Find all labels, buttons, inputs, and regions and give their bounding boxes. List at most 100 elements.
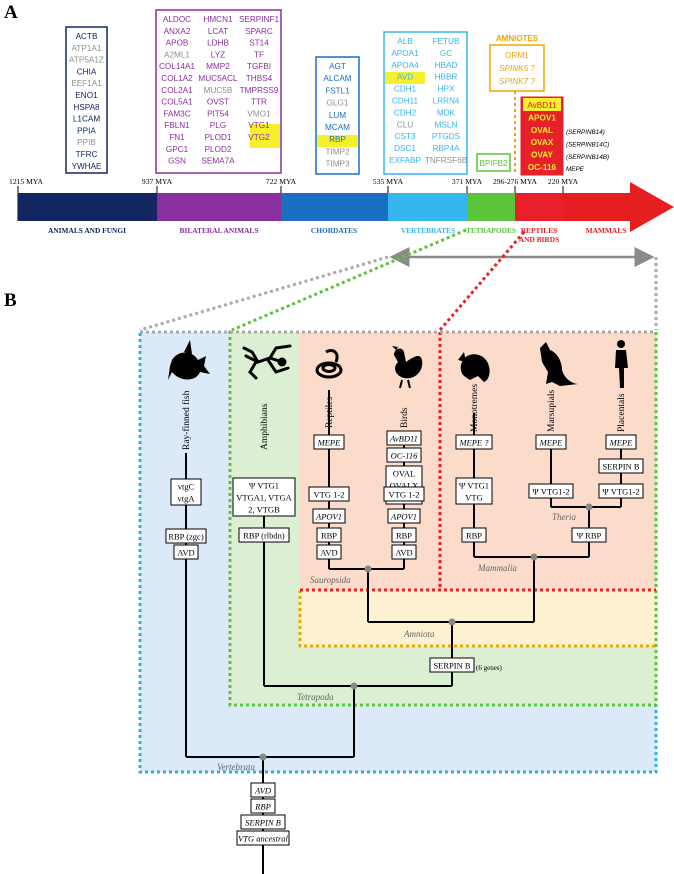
taxon-placentals: Placentals bbox=[617, 393, 627, 432]
gene-GC: GC bbox=[440, 49, 452, 58]
panel-b-label: B bbox=[4, 290, 17, 311]
segment-labels: ANIMALS AND FUNGI BILATERAL ANIMALS CHOR… bbox=[48, 226, 626, 244]
rooster-icon bbox=[392, 346, 423, 389]
gene-MDK: MDK bbox=[437, 108, 456, 117]
gene-THBS4: THBS4 bbox=[246, 74, 273, 83]
gene-GSN: GSN bbox=[168, 157, 186, 166]
clade-labels: Sauropsida Mammalia Theria Amniota Tetra… bbox=[217, 512, 577, 772]
root-vtg: VTG ancestral bbox=[238, 834, 288, 844]
mya-label: 535 MYA bbox=[373, 177, 404, 186]
clade-theria: Theria bbox=[552, 512, 577, 522]
reptile-vtg-box bbox=[308, 486, 350, 502]
taxon-birds: Birds bbox=[400, 407, 410, 428]
placental-serpinb: SERPIN B bbox=[602, 462, 639, 472]
gene-LDHB: LDHB bbox=[207, 39, 229, 48]
gene-APOV1: APOV1 bbox=[528, 113, 556, 122]
fish-vtg: vtgC bbox=[178, 482, 195, 492]
gene-AVD: AVD bbox=[397, 73, 413, 82]
serpin-notes: (SERPINB14)(SERPINB14C)(SERPINB14B)MEPE bbox=[566, 129, 609, 173]
serpin-note: (SERPINB14) bbox=[566, 129, 605, 136]
vertebrates-gene-box: ALBAPOA1APOA4AVDCDH1CDH11CDH2CLUCST3DSC1… bbox=[383, 31, 468, 175]
amniotes-title: AMNIOTES bbox=[496, 34, 539, 43]
mono-vtg: VTG bbox=[465, 493, 482, 503]
reptile-avd-box bbox=[316, 544, 342, 560]
gene-SEMA7A: SEMA7A bbox=[201, 157, 235, 166]
gene-CLU: CLU bbox=[397, 120, 413, 129]
gene-ALB: ALB bbox=[397, 37, 413, 46]
gene-A2ML1: A2ML1 bbox=[164, 50, 190, 59]
gene-OC116: OC-116 bbox=[528, 163, 557, 172]
gene-PTGDS: PTGDS bbox=[432, 132, 461, 141]
amniota-serpinb: SERPIN B bbox=[433, 661, 470, 671]
root-serpinb-box bbox=[240, 814, 286, 830]
gene-PLOD1: PLOD1 bbox=[205, 133, 232, 142]
bird-apov1: APOV1 bbox=[390, 512, 417, 522]
gene-FSTL1: FSTL1 bbox=[325, 86, 350, 95]
bird-avbd11: AvBD11 bbox=[389, 434, 418, 444]
mono-rbp-box bbox=[461, 527, 487, 543]
reptile-mepe-box bbox=[313, 434, 345, 450]
label-vertebrates: VERTEBRATES bbox=[401, 226, 455, 235]
mya-label: 937 MYA bbox=[142, 177, 173, 186]
marsupial-mepe: MEPE bbox=[539, 438, 563, 448]
gene-OVAY: OVAY bbox=[531, 151, 553, 160]
mono-rbp: RBP bbox=[466, 531, 482, 541]
gene-COL5A1: COL5A1 bbox=[161, 98, 193, 107]
gene-CHIA: CHIA bbox=[77, 67, 97, 76]
label-tetrapodes: TETRAPODES bbox=[466, 226, 516, 235]
fish-vtg-box bbox=[170, 478, 202, 506]
root-avd: AVD bbox=[254, 786, 272, 796]
serpin-note: MEPE bbox=[566, 166, 585, 173]
bird-oc116-box bbox=[386, 447, 422, 463]
gene-COL2A1: COL2A1 bbox=[161, 86, 193, 95]
gene-MMP2: MMP2 bbox=[206, 62, 230, 71]
gene-PPIB: PPIB bbox=[77, 138, 96, 147]
gene-VMO1: VMO1 bbox=[247, 109, 271, 118]
fish-rbp-box bbox=[165, 528, 207, 544]
gene-FAM3C: FAM3C bbox=[163, 109, 190, 118]
amphibian-vtg: Ψ VTG1 bbox=[249, 481, 279, 491]
bird-avd: AVD bbox=[395, 548, 412, 558]
gene-ACTB: ACTB bbox=[76, 32, 98, 41]
gene-AvBD11: AvBD11 bbox=[527, 101, 557, 110]
placental-mepe-box bbox=[605, 434, 637, 450]
clade-amniota: Amniota bbox=[403, 629, 435, 639]
placental-mepe: MEPE bbox=[609, 438, 633, 448]
theria-rbp-box bbox=[571, 527, 607, 543]
amphibian-rbp-box bbox=[238, 527, 290, 543]
bird-rbp-box bbox=[391, 527, 417, 543]
serpin-note: (SERPINB14C) bbox=[566, 141, 609, 148]
tree-nodes bbox=[259, 503, 593, 761]
taxon-labels: Ray-finned fish Amphibians Reptiles Bird… bbox=[181, 384, 627, 450]
mono-vtg-box bbox=[455, 477, 493, 505]
gene-PPIA: PPIA bbox=[77, 126, 96, 135]
tetrapodes-gene-box: BPIFB2 bbox=[476, 153, 511, 172]
gene-FETUB: FETUB bbox=[433, 37, 460, 46]
bird-apov1-box bbox=[387, 508, 421, 524]
fish-avd-box bbox=[173, 544, 199, 560]
gene-LYZ: LYZ bbox=[211, 50, 225, 59]
gene-LCAT: LCAT bbox=[208, 27, 228, 36]
gene-APOA4: APOA4 bbox=[391, 61, 419, 70]
gene-MUC5B: MUC5B bbox=[204, 86, 233, 95]
gene-ST14: ST14 bbox=[249, 39, 269, 48]
gene-MCAM: MCAM bbox=[325, 123, 350, 132]
gene-ATP1A1: ATP1A1 bbox=[72, 44, 102, 53]
gene-GLG1: GLG1 bbox=[327, 99, 349, 108]
reptile-apov1-box bbox=[312, 508, 346, 524]
human-icon bbox=[615, 340, 628, 388]
gene-SERPINF1: SERPINF1 bbox=[239, 15, 279, 24]
reptile-apov1: APOV1 bbox=[315, 512, 342, 522]
panel-a-label: A bbox=[4, 2, 18, 23]
placental-vtg-box bbox=[598, 483, 644, 499]
fish-avd: AVD bbox=[177, 548, 194, 558]
gene-BPIFB2: BPIFB2 bbox=[479, 159, 508, 168]
gene-HSPA8: HSPA8 bbox=[73, 103, 100, 112]
gene-LUM: LUM bbox=[329, 111, 346, 120]
mya-label: 722 MYA bbox=[266, 177, 297, 186]
theria-rbp: Ψ RBP bbox=[577, 531, 602, 541]
bilateral-gene-box: ALDOCANXA2APOBA2ML1COL14A1COL1A2COL2A1CO… bbox=[155, 9, 282, 174]
